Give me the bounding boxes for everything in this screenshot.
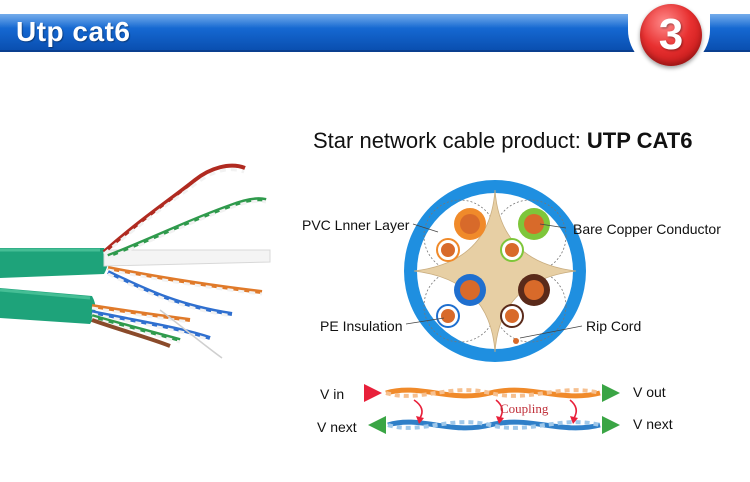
v-out-arrow xyxy=(602,384,620,402)
upper-cable-jacket xyxy=(0,248,108,278)
step-badge xyxy=(640,4,702,66)
label-v-next-right: V next xyxy=(633,416,673,432)
v-in-arrow xyxy=(364,384,382,402)
header-band xyxy=(0,14,750,52)
label-bare-copper-conductor: Bare Copper Conductor xyxy=(573,221,721,237)
label-pe-insulation: PE Insulation xyxy=(320,318,403,334)
label-pvc-inner-layer: PVC Lnner Layer xyxy=(302,217,410,233)
rip-cord-dot xyxy=(513,338,519,344)
step-badge-number: 3 xyxy=(658,10,684,59)
header-bar: Utp cat6 3 xyxy=(0,0,750,70)
page-title: Utp cat6 xyxy=(16,16,131,47)
coupling-text: Coupling xyxy=(500,401,549,416)
label-v-out: V out xyxy=(633,384,666,400)
product-title-prefix: Star network cable product: xyxy=(313,128,587,153)
label-rip-cord: Rip Cord xyxy=(586,318,642,334)
product-title: Star network cable product: UTP CAT6 xyxy=(313,128,692,154)
spline-strip xyxy=(103,249,271,267)
cable-illustration xyxy=(0,163,271,359)
product-title-name: UTP CAT6 xyxy=(586,128,693,153)
label-v-in: V in xyxy=(320,386,345,402)
v-next-right-arrow xyxy=(602,416,620,434)
label-v-next-left: V next xyxy=(317,419,357,435)
v-next-left-arrow xyxy=(368,416,386,434)
